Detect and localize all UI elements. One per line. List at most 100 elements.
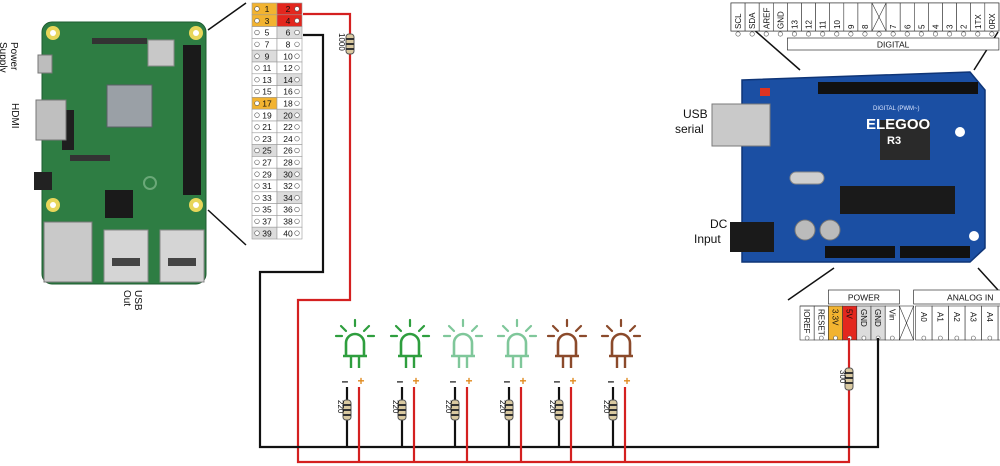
gpio-pin-number: 22 [283,122,293,132]
gpio-pin-number: 14 [283,75,293,85]
zoom-line-power-right [977,267,999,291]
digital-pin-label: 5 [917,24,926,29]
analog-pin-label: A1 [935,312,944,322]
gpio-pin-number: 29 [262,169,272,179]
digital-pin-0RX [984,2,1000,32]
led-resistor-value: 220 [391,400,400,414]
gpio-pin-number: 7 [265,40,270,50]
wire-arduino-gnd [511,338,880,449]
resistor-rpi [345,33,355,55]
digital-pin-label: 3 [946,24,955,29]
led-plus-marker: + [412,374,419,388]
gpio-pin-number: 31 [262,181,272,191]
gpio-pin-dot [294,29,300,36]
gpio-pin-number: 11 [263,63,272,73]
gpio-pin-dot [254,29,260,36]
gpio-pin-dot [294,136,300,142]
arduino-model: R3 [887,135,901,147]
power-pin-label: RESET [816,309,825,336]
led-resistor-value: 220 [498,400,507,414]
gpio-pin-number: 21 [262,122,272,132]
gpio-pin-number: 24 [283,134,293,144]
gpio-pin-dot [294,88,300,95]
led-resistor-value: 220 [602,400,611,414]
led-minus-marker: – [554,374,561,388]
led-plus-marker: + [519,374,526,388]
gpio-pin-dot [294,77,300,83]
resistor-arduino-value: 300 [838,370,847,384]
led-plus-marker: + [569,374,576,388]
gpio-pin-number: 27 [262,158,272,168]
led-plus-marker: + [465,374,472,388]
power-pin-label: 3.3V [831,309,840,326]
zoom-line-power-left [787,267,835,301]
gpio-pin-dot [254,6,260,12]
digital-pin-label: SCL [734,13,743,29]
gpio-pin-number: 19 [262,110,272,120]
digital-pin-label: GND [776,11,785,29]
digital-pin-label: 1TX [974,14,983,29]
gpio-pin-dot [254,195,260,201]
arduino-brand: ELEGOO [866,116,931,133]
gpio-pin-dot [254,41,260,47]
arduino-board [711,71,986,263]
gpio-pin-dot [294,53,300,59]
arduino-silk-digital: DIGITAL (PWM~) [873,106,920,112]
led-5: –+220 [546,318,588,462]
gpio-pin-number: 9 [265,51,270,61]
gpio-pin-number: 2 [286,4,291,14]
gpio-pin-dot [254,53,260,59]
gpio-pin-number: 34 [283,193,293,203]
gpio-pin-number: 28 [283,158,293,168]
gpio-pin-dot [294,65,300,71]
led-resistor-value: 220 [336,400,345,414]
digital-pin-label: 12 [805,20,814,29]
power-supply-label: PowerSupply [0,42,19,73]
led-resistor-value: 220 [548,400,557,414]
analog-pin-label: A3 [968,312,977,322]
power-pin-label: IOREF [802,309,811,334]
gpio-pin-number: 10 [283,51,293,61]
digital-pin-label: 6 [903,24,912,29]
led-2: –+220 [389,318,431,462]
hdmi-label: HDMI [9,103,20,129]
digital-pin-label: 13 [790,20,799,29]
gpio-pin-dot [254,136,260,142]
gpio-pin-number: 40 [283,228,293,238]
digital-pin-label: 7 [889,24,898,29]
gpio-pin-number: 33 [262,193,272,203]
gpio-pin-dot [294,230,300,236]
gpio-pin-number: 16 [283,87,293,97]
gpio-pin-number: 6 [286,28,291,38]
gpio-pin-number: 17 [262,99,272,109]
power-pin-label: GND [859,309,868,327]
led-minus-marker: – [450,374,457,388]
gpio-pin-dot [254,112,260,118]
gpio-pin-dot [294,195,300,201]
wire-rpi-5v [296,12,520,464]
gpio-pin-number: 20 [283,110,293,120]
gpio-pin-dot [254,124,260,130]
gpio-pin-number: 13 [262,75,272,85]
digital-pin-label: 0RX [988,13,997,29]
gpio-pin-number: 26 [283,146,293,156]
resistor-arduino [844,367,854,391]
raspberry-pi-board [34,21,207,285]
zoom-line-top [207,2,247,31]
gpio-pin-number: 35 [262,205,272,215]
digital-pin-label: 11 [819,20,828,29]
gpio-pin-number: 37 [262,217,272,227]
gpio-pin-dot [254,183,260,189]
power-pin-label: Vin [887,309,896,320]
gpio-pin-number: 3 [265,16,270,26]
digital-header-label: DIGITAL [877,40,910,50]
led-minus-marker: – [397,374,404,388]
digital-pin-label: 4 [931,24,940,29]
gpio-pin-dot [294,124,300,130]
led-1: –+220 [334,318,376,462]
